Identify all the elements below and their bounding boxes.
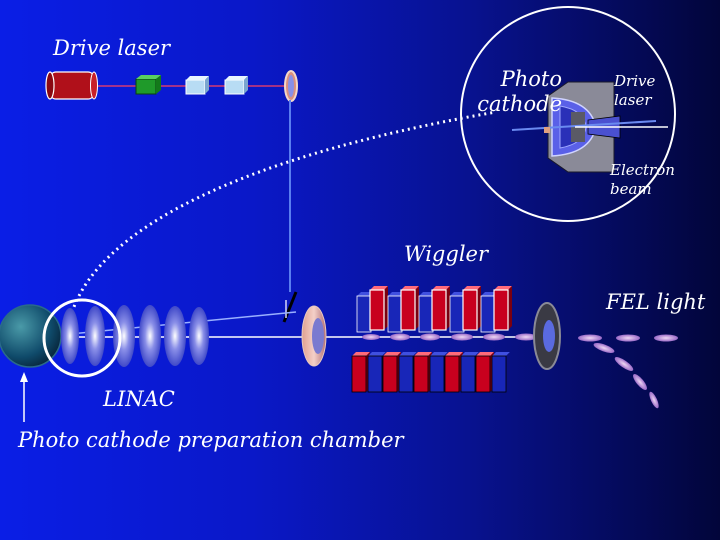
label-wiggler: Wiggler <box>404 242 488 266</box>
cathode-highlight-circle <box>42 298 122 378</box>
label-linac: LINAC <box>103 387 175 411</box>
wiggler-bottom-row <box>351 352 510 393</box>
label-fel-light: FEL light <box>606 290 706 314</box>
photo-cathode-inset-circle <box>460 6 676 222</box>
linac-cavities <box>61 305 209 367</box>
beam-ring-magnet <box>301 305 327 367</box>
prep-chamber-arrow <box>20 372 28 422</box>
bent-electron-pulses <box>593 343 659 409</box>
label-inset-drive-laser: Drive laser <box>614 72 656 109</box>
inset-drive-laser-beam <box>511 120 657 131</box>
cathode-spot <box>544 127 550 133</box>
label-photo-cathode: Photo cathode <box>477 67 562 116</box>
label-electron-beam: Electron beam <box>610 161 675 198</box>
laser-optic-1 <box>185 76 209 95</box>
label-prep-chamber: Photo cathode preparation chamber <box>18 428 404 452</box>
beam-dump-ring <box>533 302 561 370</box>
wiggler-photon-pulses <box>362 333 537 341</box>
laser-mirror-top <box>284 70 298 102</box>
drive-laser-unit <box>45 71 286 100</box>
laser-optic-2 <box>224 76 248 95</box>
laser-green-crystal <box>135 75 161 95</box>
fel-light-pulses <box>578 334 678 342</box>
laser-mirror-bottom <box>282 291 298 323</box>
wiggler-top-row <box>356 286 512 333</box>
label-drive-laser: Drive laser <box>53 36 171 60</box>
